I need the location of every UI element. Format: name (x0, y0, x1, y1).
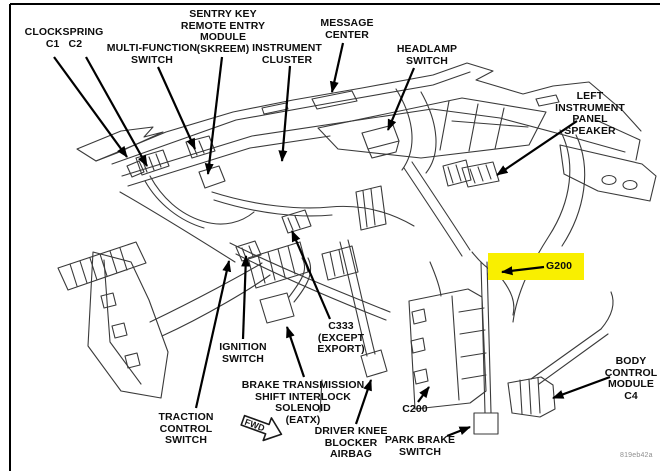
leader-btsi (285, 326, 306, 378)
label-g200: G200 (546, 260, 573, 272)
leader-cluster (278, 65, 292, 162)
figure-code: 819eb42a (620, 452, 653, 459)
label-bcm: BODY CONTROL MODULE C4 (604, 355, 658, 402)
leader-bcm (552, 375, 611, 400)
leader-c333 (290, 230, 332, 320)
leader-speaker (496, 120, 578, 176)
leader-multi-function (156, 66, 197, 150)
label-ignition-switch: IGNITION SWITCH (219, 341, 267, 365)
label-park-brake: PARK BRAKE SWITCH (384, 434, 456, 458)
leader-skreem (204, 56, 224, 175)
label-instrument-cluster: INSTRUMENT CLUSTER (252, 42, 322, 66)
label-multi-function: MULTI-FUNCTION SWITCH (106, 42, 198, 66)
label-skreem: SENTRY KEY REMOTE ENTRY MODULE (SKREEM) (180, 8, 266, 55)
label-left-speaker: LEFT INSTRUMENT PANEL SPEAKER (555, 90, 625, 137)
label-clockspring: CLOCKSPRING C1 C2 (24, 26, 104, 50)
leader-knee-airbag (354, 379, 373, 425)
label-c333: C333 (EXCEPT EXPORT) (317, 320, 365, 355)
label-headlamp-switch: HEADLAMP SWITCH (396, 43, 458, 67)
leader-traction (194, 260, 232, 409)
leader-ignition (241, 255, 251, 340)
leader-arrows (53, 42, 611, 438)
leader-c200 (417, 386, 430, 403)
leader-clockspring-c2 (85, 56, 148, 167)
figure-frame (9, 3, 660, 471)
leader-message-center (329, 42, 345, 93)
label-c200: C200 (402, 403, 428, 415)
label-message-center: MESSAGE CENTER (320, 17, 374, 41)
harness-line-art (57, 62, 657, 435)
leader-headlamp (386, 67, 416, 131)
leader-park-brake (446, 425, 471, 438)
label-traction-control: TRACTION CONTROL SWITCH (158, 411, 214, 446)
leader-g200 (501, 265, 545, 276)
label-knee-airbag: DRIVER KNEE BLOCKER AIRBAG (314, 425, 388, 460)
label-btsi: BRAKE TRANSMISSION SHIFT INTERLOCK SOLEN… (241, 379, 365, 426)
leader-clockspring-c1 (53, 56, 128, 158)
